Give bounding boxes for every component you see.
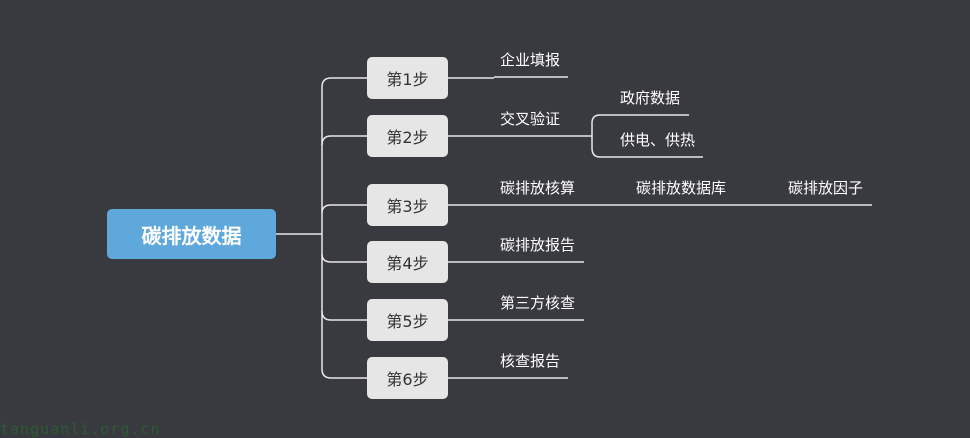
leaf-third-party-check[interactable]: 第三方核查 — [500, 294, 576, 312]
leaf-emission-factor[interactable]: 碳排放因子 — [788, 179, 864, 197]
leaf-enterprise-report[interactable]: 企业填报 — [500, 51, 561, 69]
leaf-cross-verify[interactable]: 交叉验证 — [500, 110, 561, 128]
connector-step-5 — [321, 254, 367, 321]
connector-sub-1 — [591, 114, 689, 136]
step-6-node[interactable]: 第6步 — [367, 357, 448, 399]
connector-leaf-1 — [448, 76, 568, 79]
connector-step-6 — [321, 311, 367, 379]
leaf-carbon-accounting[interactable]: 碳排放核算 — [500, 179, 576, 197]
step-3-node[interactable]: 第3步 — [367, 184, 448, 226]
step-2-node[interactable]: 第2步 — [367, 115, 448, 157]
root-node[interactable]: 碳排放数据 — [107, 209, 276, 259]
leaf-carbon-report[interactable]: 碳排放报告 — [500, 236, 576, 254]
leaf-government-data[interactable]: 政府数据 — [620, 89, 681, 107]
connector-step-3 — [321, 204, 367, 214]
step-5-node[interactable]: 第5步 — [367, 299, 448, 341]
leaf-power-heat-supply[interactable]: 供电、供热 — [620, 131, 696, 149]
watermark-text: tanguanli.org.cn — [0, 420, 161, 438]
step-1-node[interactable]: 第1步 — [367, 57, 448, 99]
connector-step-1 — [321, 77, 367, 234]
connector-step-2 — [321, 135, 367, 146]
step-4-node[interactable]: 第4步 — [367, 241, 448, 283]
connector-step-4 — [321, 234, 367, 263]
connector-sub-2 — [591, 136, 703, 158]
leaf-check-report[interactable]: 核查报告 — [500, 352, 561, 370]
leaf-carbon-database[interactable]: 碳排放数据库 — [636, 179, 727, 197]
